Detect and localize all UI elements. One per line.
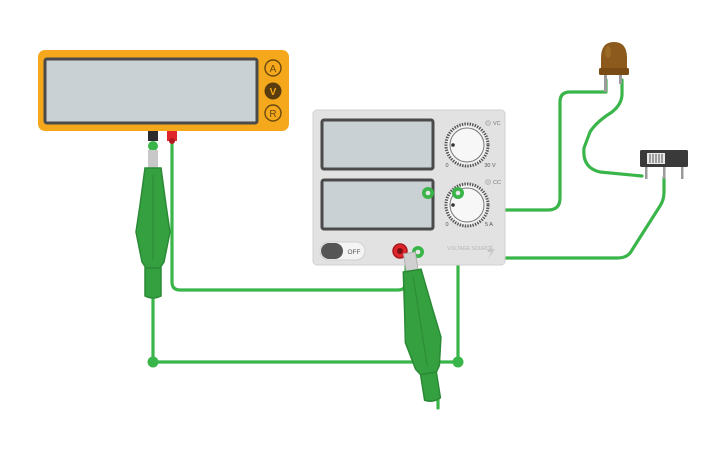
voltage-dial-max: 30 V: [484, 163, 496, 169]
cc-label: CC: [493, 180, 501, 186]
multimeter-mode-voltmeter[interactable]: V: [264, 82, 282, 100]
multimeter-display: [43, 57, 259, 125]
vc-label: VC: [493, 121, 501, 127]
voltage-display: [320, 118, 435, 171]
current-dial-min: 0: [445, 222, 448, 228]
voltage-dial-marker: [451, 143, 455, 147]
joint-black-probe[interactable]: [148, 141, 158, 151]
current-dial-marker: [451, 203, 455, 207]
led-rim: [599, 68, 629, 75]
voltage-dial[interactable]: [444, 122, 490, 168]
joint-bottom-right[interactable]: [452, 356, 464, 368]
switch-pin-3: [681, 167, 684, 179]
joint-bottom-left[interactable]: [147, 356, 159, 368]
brand-text: VOLTAGE SOURCE: [447, 246, 493, 252]
led-leg-left: [604, 70, 607, 92]
multimeter-terminal-black[interactable]: [148, 131, 158, 141]
switch-pin-2: [663, 167, 666, 179]
current-dial-max: 5 A: [485, 222, 493, 228]
mode-label-v: V: [270, 87, 277, 98]
led[interactable]: [599, 42, 629, 92]
wire-switch-to-supply[interactable]: [416, 176, 666, 260]
multimeter-terminal-red[interactable]: [167, 131, 177, 141]
mode-label-r: R: [269, 109, 276, 120]
current-display: [320, 178, 435, 231]
wire-joints: [147, 141, 464, 368]
mode-label-a: A: [270, 64, 277, 75]
vc-indicator: [485, 120, 491, 126]
switch-pin-1: [645, 167, 648, 179]
multimeter-mode-ohmmeter[interactable]: R: [264, 104, 282, 122]
led-body[interactable]: [601, 42, 627, 72]
cc-indicator: [485, 179, 491, 185]
led-leg-right: [619, 70, 622, 84]
wire-led-to-switch[interactable]: [582, 78, 644, 178]
slide-switch[interactable]: [640, 150, 688, 179]
power-switch-label: OFF: [348, 249, 361, 256]
voltage-dial-min: 0: [445, 163, 448, 169]
alligator-clip-right[interactable]: [392, 250, 451, 404]
alligator-clip-left[interactable]: [135, 150, 171, 299]
current-dial[interactable]: [444, 182, 490, 228]
red-terminal-dot: [169, 138, 175, 144]
power-supply[interactable]: VC CC 0 30 V 0 5 A OFF VOLTAGE SOU: [312, 109, 506, 266]
lightning-icon: [487, 244, 495, 259]
multimeter[interactable]: A V R: [38, 50, 289, 144]
multimeter-mode-ammeter[interactable]: A: [264, 59, 282, 77]
power-switch[interactable]: OFF: [319, 241, 366, 261]
